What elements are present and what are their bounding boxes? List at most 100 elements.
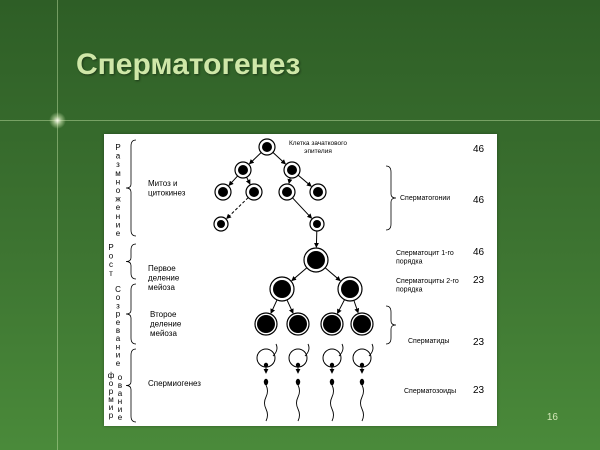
label-spermatids: Сперматиды (408, 338, 449, 345)
arrow-mitosis-a1 (228, 175, 238, 186)
mitosis-cell-1-nucleus (238, 165, 248, 175)
stage-word-reproduction-letter: м (115, 169, 121, 178)
stage-word-formation-letter: о (109, 379, 114, 388)
stage-word-reproduction-letter: ж (115, 195, 121, 204)
stage-word-formation-letter: р (109, 411, 114, 420)
spermiogenesis-nucleus-3 (329, 362, 335, 368)
spermatozoon-tail-2 (296, 384, 300, 422)
label-spermatozoa: Сперматозоиды (404, 388, 456, 395)
arrow-meiosis1-2 (324, 267, 341, 282)
stage-word-reproduction-letter: и (116, 220, 120, 229)
chromosome-number-spermatocyte2: 23 (473, 275, 485, 286)
label-mitosis-line: Митоз и (148, 179, 177, 188)
spermatogonium-2-nucleus (313, 220, 321, 228)
stage-word-reproduction-letter: о (116, 186, 121, 195)
arrow-meiosis1-1 (291, 267, 308, 282)
spermatogonium-1-nucleus (217, 220, 225, 228)
brace-maturation (125, 283, 137, 345)
arrow-mitosis-b2 (297, 174, 312, 187)
arrow-meiosis2-a1 (270, 299, 278, 314)
spermatid-3-nucleus (323, 315, 341, 333)
stage-word-reproduction-letter: Р (115, 143, 120, 152)
spermatid-1-nucleus (257, 315, 275, 333)
spermatozoon-tail-4 (360, 384, 364, 422)
mitosis-daughter-cell-4-nucleus (313, 187, 323, 197)
label-spermatozoa-line: Сперматозоиды (404, 388, 456, 395)
spermiogenesis-nucleus-1 (263, 362, 269, 368)
slide-title: Сперматогенез (76, 48, 301, 81)
label-spermatids-line: Сперматиды (408, 338, 449, 345)
label-germ-cell-line: Клетка зачаткового (289, 140, 347, 147)
mitosis-cell-2-nucleus (287, 165, 297, 175)
stage-word-reproduction-letter: н (116, 212, 120, 221)
stage-word-formation-letter: н (118, 397, 122, 406)
spermiogenesis-flagellum-1 (272, 343, 278, 357)
stage-word-maturation-letter: и (116, 351, 120, 360)
stage-word-growth-letter: Р (108, 243, 113, 252)
chromosome-number-spermatocyte1: 46 (473, 247, 485, 258)
chromosome-number-spermatids: 23 (473, 337, 485, 348)
stage-word-reproduction-letter: е (116, 229, 121, 238)
brace-reproduction (125, 139, 137, 237)
arrow-to-spermatogonium (292, 197, 313, 219)
spermatozoon-head-4 (359, 378, 365, 386)
stage-word-maturation-letter: С (115, 285, 121, 294)
label-mitosis-line: цитокинез (148, 189, 186, 198)
arrow-meiosis2-b2 (353, 300, 360, 314)
label-spermatocyte-2-line: порядка (396, 287, 423, 294)
stage-word-reproduction-letter: з (116, 160, 120, 169)
stage-word-maturation-letter: в (116, 326, 120, 335)
mitosis-daughter-cell-1-nucleus (218, 187, 228, 197)
stage-word-reproduction-letter: е (116, 203, 121, 212)
spermatocyte-2nd-order-1-nucleus (273, 280, 291, 298)
spermatid-2-nucleus (289, 315, 307, 333)
stage-word-growth-letter: с (109, 260, 113, 269)
spermatozoon-tail-3 (330, 384, 334, 422)
germ-cell-nucleus (262, 142, 272, 152)
mitosis-daughter-cell-3-nucleus (282, 187, 292, 197)
label-meiosis-1-line: Первое (148, 264, 176, 273)
label-spermatogonia-line: Сперматогонии (400, 195, 450, 202)
stage-word-formation-letter: и (118, 405, 122, 414)
stage-word-reproduction-letter: н (116, 177, 120, 186)
stage-word-maturation-letter: о (116, 293, 121, 302)
arrow-dashed-to-spermatogonium (226, 197, 249, 220)
arrow-mitosis-a2 (245, 176, 251, 185)
stage-word-maturation-letter: е (116, 318, 121, 327)
brace-spermatids (385, 305, 397, 345)
spermiogenesis-flagellum-4 (368, 343, 374, 357)
label-spermatocyte-2-line: Сперматоциты 2-го (396, 278, 459, 285)
stage-word-maturation-letter: з (116, 301, 120, 310)
spermatocyte-2nd-order-2-nucleus (341, 280, 359, 298)
spermiogenesis-flagellum-3 (338, 343, 344, 357)
spermatozoon-head-1 (263, 378, 269, 386)
spermatozoon-head-2 (295, 378, 301, 386)
accent-horizontal-line (0, 120, 600, 121)
accent-sparkle (49, 112, 66, 129)
page-number: 16 (546, 412, 558, 423)
stage-word-maturation-letter: е (116, 359, 121, 368)
stage-word-formation-letter: р (109, 387, 114, 396)
label-spermiogenesis-line: Спермиогенез (148, 379, 201, 388)
diagram-canvas: РазмножениеРостСозреваниеформированиеМит… (108, 138, 485, 423)
stage-word-growth-letter: т (109, 269, 113, 278)
brace-growth (125, 243, 137, 280)
stage-word-maturation-letter: н (116, 342, 120, 351)
arrow-top-to-mitosis-2 (272, 152, 286, 165)
label-meiosis-2-line: Второе (150, 310, 177, 319)
chromosome-number-top: 46 (473, 144, 485, 155)
stage-word-formation-letter: в (118, 381, 122, 390)
spermiogenesis-nucleus-2 (295, 362, 301, 368)
stage-word-reproduction-letter: а (116, 152, 121, 161)
label-meiosis-1-line: деление (148, 274, 180, 283)
spermatozoon-head-3 (329, 378, 335, 386)
label-meiosis-2-line: мейоза (150, 329, 177, 338)
accent-vertical-line (57, 0, 58, 450)
label-germ-cell-line: эпителия (304, 148, 332, 155)
